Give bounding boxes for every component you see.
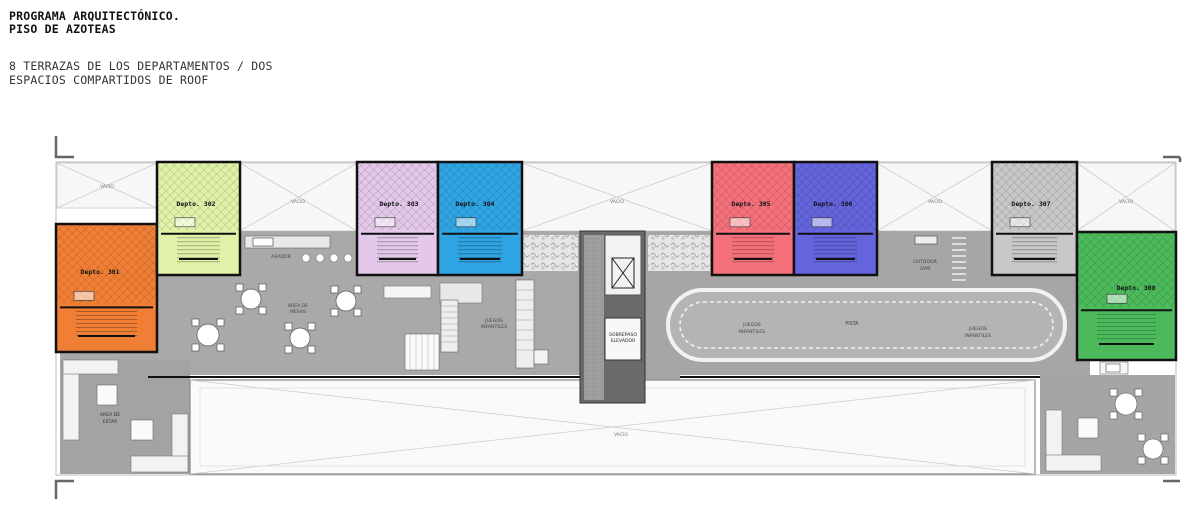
- terrace-border: [155, 160, 242, 277]
- terrace-depto-1: Depto. 301: [54, 222, 159, 354]
- void-labels: VACIO VACIO VACIO VACIO VACIO VACIO: [100, 184, 1133, 438]
- terrace-depto-3: Depto. 303: [355, 160, 440, 277]
- vacio-label-5: VACIO: [1119, 199, 1133, 205]
- title-line-2: PISO DE AZOTEAS: [9, 22, 116, 36]
- sink: [73, 291, 95, 301]
- terrace-depto-5: Depto. 305: [710, 160, 796, 277]
- terrace-border: [990, 160, 1079, 277]
- asador: ASADOR: [244, 235, 353, 263]
- infantiles-label-2: INFANTILES: [739, 329, 765, 335]
- depto-label: Depto. 303: [379, 200, 418, 208]
- area-estar-label-1: AREA DE: [100, 412, 120, 418]
- terrace-hatch-cross: [357, 162, 438, 230]
- terrace-hatch-cross: [1077, 232, 1176, 307]
- apartment-terraces: Depto. 301 Depto. 302 Depto. 303 Depto. 304…: [54, 160, 1178, 362]
- sink: [1009, 217, 1031, 228]
- juegos-label-2: JUEGOS: [742, 322, 761, 328]
- sobrepaso-label: SOBREPASO: [609, 332, 637, 338]
- depto-label: Depto. 306: [813, 200, 852, 208]
- terrace-depto-2: Depto. 302: [155, 160, 242, 277]
- sink: [729, 217, 751, 228]
- terrace-depto-8: Depto. 308: [1075, 230, 1178, 362]
- table-1: [235, 283, 267, 315]
- table-3: [191, 318, 225, 352]
- terrace-hatch-cross: [157, 162, 240, 230]
- elevador-label: ELEVADOR: [611, 338, 637, 344]
- stair: [458, 237, 502, 263]
- juegos-label-1: JUEGOS: [484, 318, 503, 324]
- terrace-border: [436, 160, 524, 277]
- terrace-border: [54, 222, 159, 354]
- sink: [174, 217, 196, 228]
- infantiles-label-3: INFANTILES: [965, 333, 991, 339]
- terrace-depto-6: Depto. 306: [792, 160, 879, 277]
- depto-label: Depto. 305: [731, 200, 770, 208]
- depto-label: Depto. 304: [455, 200, 494, 208]
- table-2: [330, 285, 362, 317]
- infantiles-label-1: INFANTILES: [481, 324, 507, 330]
- vacio-label-6: VACIO: [614, 432, 628, 438]
- terrace-depto-4: Depto. 304: [436, 160, 524, 277]
- dining-area: AREA DE MESAS: [191, 283, 362, 354]
- running-track: PISTA JUEGOS INFANTILES JUEGOS INFANTILE…: [666, 288, 1067, 362]
- vacio-label-1: VACIO: [100, 184, 114, 190]
- terrace-hatch-cross: [712, 162, 794, 230]
- title-line-1: PROGRAMA ARQUITECTÓNICO.: [9, 9, 180, 23]
- terrace-hatch-cross: [794, 162, 877, 230]
- terrace-border: [792, 160, 879, 277]
- terrace-border: [1075, 230, 1178, 362]
- area-estar-label-2: ESTAR: [103, 419, 118, 425]
- vacio-label-4: VACIO: [928, 199, 942, 205]
- stair: [732, 237, 774, 263]
- depto-label: Depto. 307: [1011, 200, 1050, 208]
- stair: [1097, 313, 1156, 339]
- page-subtitle: 8 TERRAZAS DE LOS DEPARTAMENTOS / DOS ES…: [9, 59, 273, 87]
- outdoor-gym: OUTDOOR GYM: [913, 235, 966, 281]
- depto-label: Depto. 308: [1116, 284, 1155, 292]
- terrace-hatch-cross: [992, 162, 1077, 230]
- stair: [177, 237, 220, 263]
- depto-label: Depto. 302: [176, 200, 215, 208]
- sink: [1106, 293, 1128, 304]
- terrace-hatch-cross: [56, 224, 157, 304]
- pista-label: PISTA: [845, 321, 859, 327]
- sink: [374, 217, 396, 228]
- kids-playground: JUEGOS INFANTILES: [383, 279, 549, 371]
- terrace-hatch-cross: [438, 162, 522, 230]
- juegos-label-3: JUEGOS: [968, 326, 987, 332]
- subtitle-line-1: 8 TERRAZAS DE LOS DEPARTAMENTOS / DOS: [9, 59, 273, 73]
- elevator-core: SOBREPASO ELEVADOR: [522, 230, 710, 404]
- lounge-area: AREA DE ESTAR: [62, 359, 189, 473]
- gym-label: GYM: [920, 266, 930, 272]
- sink: [455, 217, 477, 228]
- subtitle-line-2: ESPACIOS COMPARTIDOS DE ROOF: [9, 72, 209, 87]
- stair: [814, 237, 857, 263]
- outdoor-label: OUTDOOR: [913, 259, 938, 265]
- table-4: [284, 322, 316, 354]
- area-mesas-label-1: AREA DE: [288, 303, 308, 309]
- vacio-label-3: VACIO: [610, 199, 624, 205]
- terrace-depto-7: Depto. 307: [990, 160, 1079, 277]
- asador-label: ASADOR: [271, 254, 291, 260]
- stair: [377, 237, 418, 263]
- stair: [1012, 237, 1057, 263]
- sink: [811, 217, 833, 228]
- corner-marks: [54, 136, 1182, 499]
- vacio-label-2: VACIO: [291, 199, 305, 205]
- area-mesas-label-2: MESAS: [290, 309, 306, 315]
- right-lounge: [1045, 361, 1169, 472]
- depto-label: Depto. 301: [80, 268, 119, 276]
- page-title: PROGRAMA ARQUITECTÓNICO. PISO DE AZOTEAS: [9, 10, 180, 36]
